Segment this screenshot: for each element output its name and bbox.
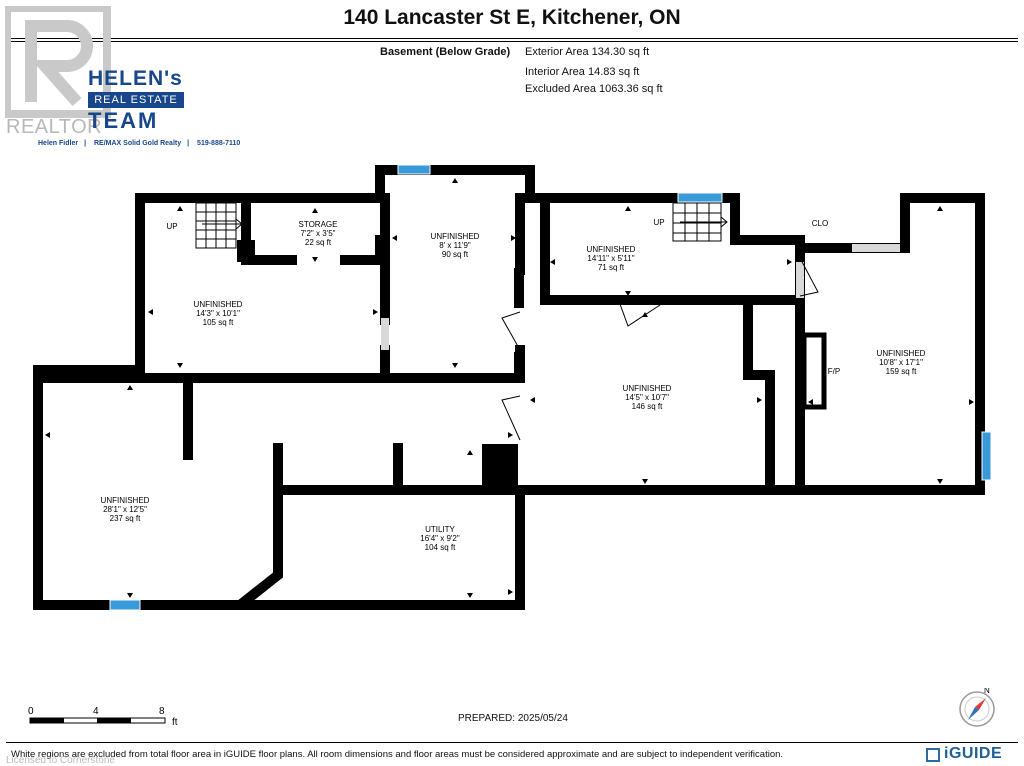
room-storage-dims: 7'2" x 3'5" <box>301 229 336 238</box>
stairs-right <box>672 202 728 242</box>
disclaimer-text: White regions are excluded from total fl… <box>11 749 784 760</box>
brand-logo-team: TEAM <box>88 108 159 133</box>
room-unfinished-3-name: UNFINISHED <box>587 245 636 254</box>
broker-contact-line: Helen Fidler| RE/MAX Solid Gold Realty| … <box>38 140 241 147</box>
room-unfinished-2-dims: 8' x 11'9" <box>439 241 471 250</box>
fireplace-label: F/P <box>828 367 840 376</box>
window-2 <box>677 192 723 203</box>
wall-north-left <box>135 165 805 375</box>
stairs-up-label-left: UP <box>166 222 177 231</box>
room-unfinished-2-area: 90 sq ft <box>442 250 469 259</box>
room-unfinished-west-name: UNFINISHED <box>101 496 150 505</box>
door-gaps <box>381 244 900 350</box>
room-unfinished-2-name: UNFINISHED <box>431 232 480 241</box>
room-unfinished-west-dims: 28'1" x 12'5" <box>103 505 147 514</box>
realtor-watermark-text: REALTOR <box>6 116 103 138</box>
window-3 <box>109 599 141 611</box>
brand-logo-real-estate: REAL ESTATE <box>88 92 184 108</box>
room-unfinished-1-area: 105 sq ft <box>203 318 234 327</box>
room-unfinished-center-dims: 14'5" x 10'7" <box>625 393 669 402</box>
room-storage-area: 22 sq ft <box>305 238 332 247</box>
column-storage <box>237 240 255 262</box>
iguide-logo-icon <box>926 748 940 762</box>
room-utility-area: 104 sq ft <box>425 543 456 552</box>
brokerage-name: RE/MAX Solid Gold Realty <box>94 140 182 147</box>
header-rule-bottom <box>6 41 1018 42</box>
agent-phone: 519-888-7110 <box>197 140 241 147</box>
header-rule-top <box>6 38 1018 39</box>
scale-unit: ft <box>172 717 178 728</box>
room-storage-name: STORAGE <box>299 220 338 229</box>
scale-tick-0: 0 <box>28 706 34 717</box>
iguide-brand: iGUIDE <box>944 745 1003 762</box>
prepared-date: PREPARED: 2025/05/24 <box>458 713 568 724</box>
fireplace <box>801 332 827 410</box>
compass-icon: N <box>959 688 995 727</box>
room-utility-dims: 16'4" x 9'2" <box>420 534 460 543</box>
chimney-block <box>482 444 518 488</box>
exterior-area: Exterior Area 134.30 sq ft <box>525 46 650 58</box>
agent-name: Helen Fidler <box>38 140 79 147</box>
brand-logo-helens: HELEN's <box>88 67 183 90</box>
licensed-watermark: Licensed to Cornerstone <box>6 755 115 766</box>
column-upper <box>514 268 524 308</box>
room-unfinished-east-dims: 10'8" x 17'1" <box>879 358 923 367</box>
scale-tick-8: 8 <box>159 706 165 717</box>
wall-north-right <box>540 193 985 495</box>
scale-bar: 0 4 8 ft <box>28 706 178 728</box>
closet-label: CLO <box>812 219 828 228</box>
room-unfinished-3-area: 71 sq ft <box>598 263 625 272</box>
column-lower <box>514 352 524 382</box>
level-label: Basement (Below Grade) <box>380 46 511 58</box>
room-unfinished-center-area: 146 sq ft <box>632 402 663 411</box>
walls <box>33 165 985 610</box>
excluded-area: Excluded Area 1063.36 sq ft <box>525 83 663 95</box>
page-title: 140 Lancaster St E, Kitchener, ON <box>343 6 681 29</box>
windows <box>109 164 992 611</box>
interior-area: Interior Area 14.83 sq ft <box>525 66 640 78</box>
compass-north-label: N <box>984 688 990 695</box>
window-1 <box>397 164 431 175</box>
realtor-r-watermark <box>5 6 111 118</box>
door-swings <box>501 257 819 441</box>
room-unfinished-1-dims: 14'3" x 10'1" <box>196 309 240 318</box>
room-unfinished-1-name: UNFINISHED <box>194 300 243 309</box>
stairs-up-label-right: UP <box>653 218 664 227</box>
wall-left-utility <box>33 365 525 610</box>
window-4 <box>981 431 992 481</box>
room-unfinished-east-area: 159 sq ft <box>886 367 917 376</box>
thin-walls <box>801 332 827 410</box>
room-utility-name: UTILITY <box>425 525 455 534</box>
room-unfinished-west-area: 237 sq ft <box>110 514 141 523</box>
stairs-left <box>195 202 243 249</box>
room-unfinished-3-dims: 14'11" x 5'11" <box>587 254 634 263</box>
footer-rule <box>6 742 1018 743</box>
wall-fireplace-recess <box>743 303 775 495</box>
room-unfinished-center-name: UNFINISHED <box>623 384 672 393</box>
room-unfinished-east-name: UNFINISHED <box>877 349 926 358</box>
scale-tick-4: 4 <box>93 706 99 717</box>
